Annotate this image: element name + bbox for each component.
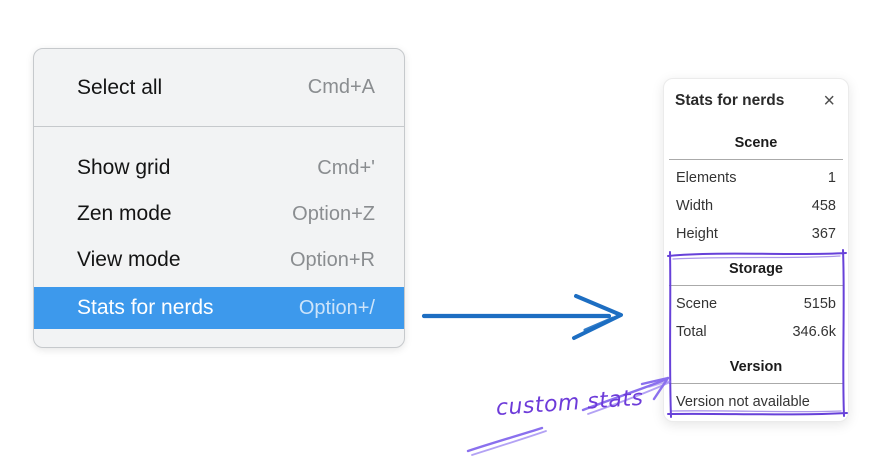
stats-panel-header: Stats for nerds × [675, 91, 837, 111]
annotation-label: custom stats [495, 385, 645, 421]
stat-row-width: Width 458 [675, 192, 837, 220]
menu-item-select-all[interactable]: Select all Cmd+A [34, 49, 404, 126]
menu-item-label: Zen mode [77, 202, 172, 225]
flow-arrow [421, 294, 623, 340]
stat-label: Elements [676, 169, 737, 186]
stat-value: 458 [811, 197, 836, 214]
stat-value: 346.6k [792, 323, 836, 340]
stat-row-elements: Elements 1 [675, 164, 837, 192]
section-divider [669, 285, 843, 286]
menu-item-label: View mode [77, 248, 181, 271]
menu-item-label: Show grid [77, 156, 171, 179]
stat-label: Scene [676, 295, 718, 312]
stat-row-total-size: Total 346.6k [675, 318, 837, 346]
stat-value: 367 [811, 225, 836, 242]
stat-value: 515b [803, 295, 836, 312]
stat-label: Height [676, 225, 718, 242]
menu-item-show-grid[interactable]: Show grid Cmd+' [34, 145, 404, 191]
menu-item-shortcut: Option+/ [298, 296, 375, 319]
section-divider [669, 159, 843, 160]
stat-value: 1 [827, 169, 836, 186]
section-header: Scene [734, 135, 778, 151]
menu-item-view-mode[interactable]: View mode Option+R [34, 237, 404, 283]
menu-item-stats-for-nerds[interactable]: Stats for nerds Option+/ [34, 287, 404, 329]
stat-row-height: Height 367 [675, 220, 837, 248]
menu-item-label: Stats for nerds [77, 296, 214, 319]
stats-panel-title: Stats for nerds [675, 92, 785, 109]
stat-label: Total [676, 323, 707, 340]
menu-item-zen-mode[interactable]: Zen mode Option+Z [34, 191, 404, 237]
stats-section-storage: Storage Scene 515b Total 346.6k [669, 261, 843, 346]
menu-group: Show grid Cmd+' Zen mode Option+Z View m… [34, 127, 404, 329]
menu-divider [34, 126, 404, 127]
section-header: Storage [729, 261, 783, 277]
stat-label: Width [676, 197, 714, 214]
section-divider [669, 383, 843, 384]
context-menu: Select all Cmd+A Show grid Cmd+' Zen mod… [33, 48, 405, 348]
section-header: Version [729, 359, 783, 375]
stats-section-version: Version Version not available [669, 359, 843, 412]
close-icon[interactable]: × [823, 90, 835, 112]
menu-item-shortcut: Option+Z [292, 202, 375, 225]
stats-panel: Stats for nerds × Scene Elements 1 Width… [663, 78, 849, 422]
menu-item-shortcut: Cmd+A [307, 76, 375, 98]
menu-item-shortcut: Option+R [289, 248, 375, 271]
version-note: Version not available [676, 394, 810, 410]
stat-row-scene-size: Scene 515b [675, 290, 837, 318]
menu-item-shortcut: Cmd+' [317, 156, 375, 179]
stats-section-scene: Scene Elements 1 Width 458 Height 367 [669, 135, 843, 248]
menu-item-label: Select all [77, 75, 163, 99]
